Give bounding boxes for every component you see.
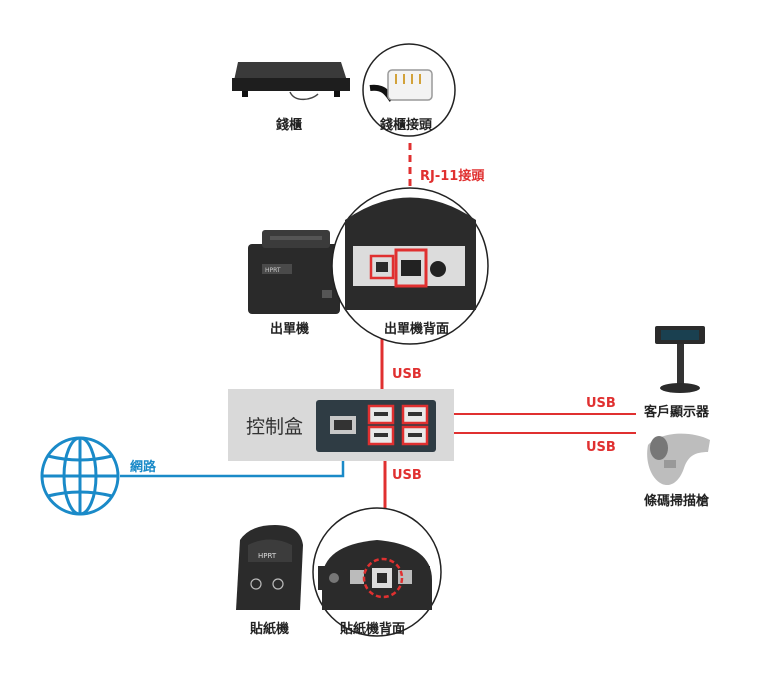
- customer-display-label: 客戶顯示器: [644, 405, 710, 420]
- control-box-label: 控制盒: [246, 416, 304, 438]
- barcode-scanner-label: 條碼掃描槍: [644, 494, 710, 509]
- label-printer-brand: HPRT: [258, 552, 277, 560]
- cash-drawer-label: 錢櫃: [276, 118, 303, 133]
- label-printer-back-circle: [312, 507, 442, 637]
- usb-display-label: USB: [586, 396, 616, 411]
- barcode-scanner-icon: [647, 433, 710, 486]
- usb-label-printer-label: USB: [392, 468, 422, 483]
- globe-icon: [40, 436, 120, 516]
- receipt-printer-label: 出單機: [270, 322, 310, 337]
- usb-scanner-label: USB: [586, 440, 616, 455]
- receipt-printer-icon: HPRT: [248, 230, 340, 314]
- cash-drawer-icon: [232, 62, 350, 101]
- rj11-connector-label: RJ-11接頭: [420, 169, 485, 184]
- cash-drawer-connector-circle: [362, 43, 456, 137]
- customer-display-icon: [655, 326, 705, 393]
- network-label: 網路: [130, 460, 157, 475]
- cash-drawer-connector-label: 錢櫃接頭: [380, 118, 433, 133]
- receipt-printer-back-circle: [331, 187, 489, 345]
- control-box: [228, 389, 454, 461]
- label-printer-icon: HPRT: [236, 525, 303, 610]
- label-printer-label: 貼紙機: [250, 622, 290, 637]
- receipt-printer-back-label: 出單機背面: [384, 322, 450, 337]
- receipt-printer-brand: HPRT: [265, 267, 281, 274]
- label-printer-back-label: 貼紙機背面: [340, 622, 406, 637]
- usb-printer-label: USB: [392, 367, 422, 382]
